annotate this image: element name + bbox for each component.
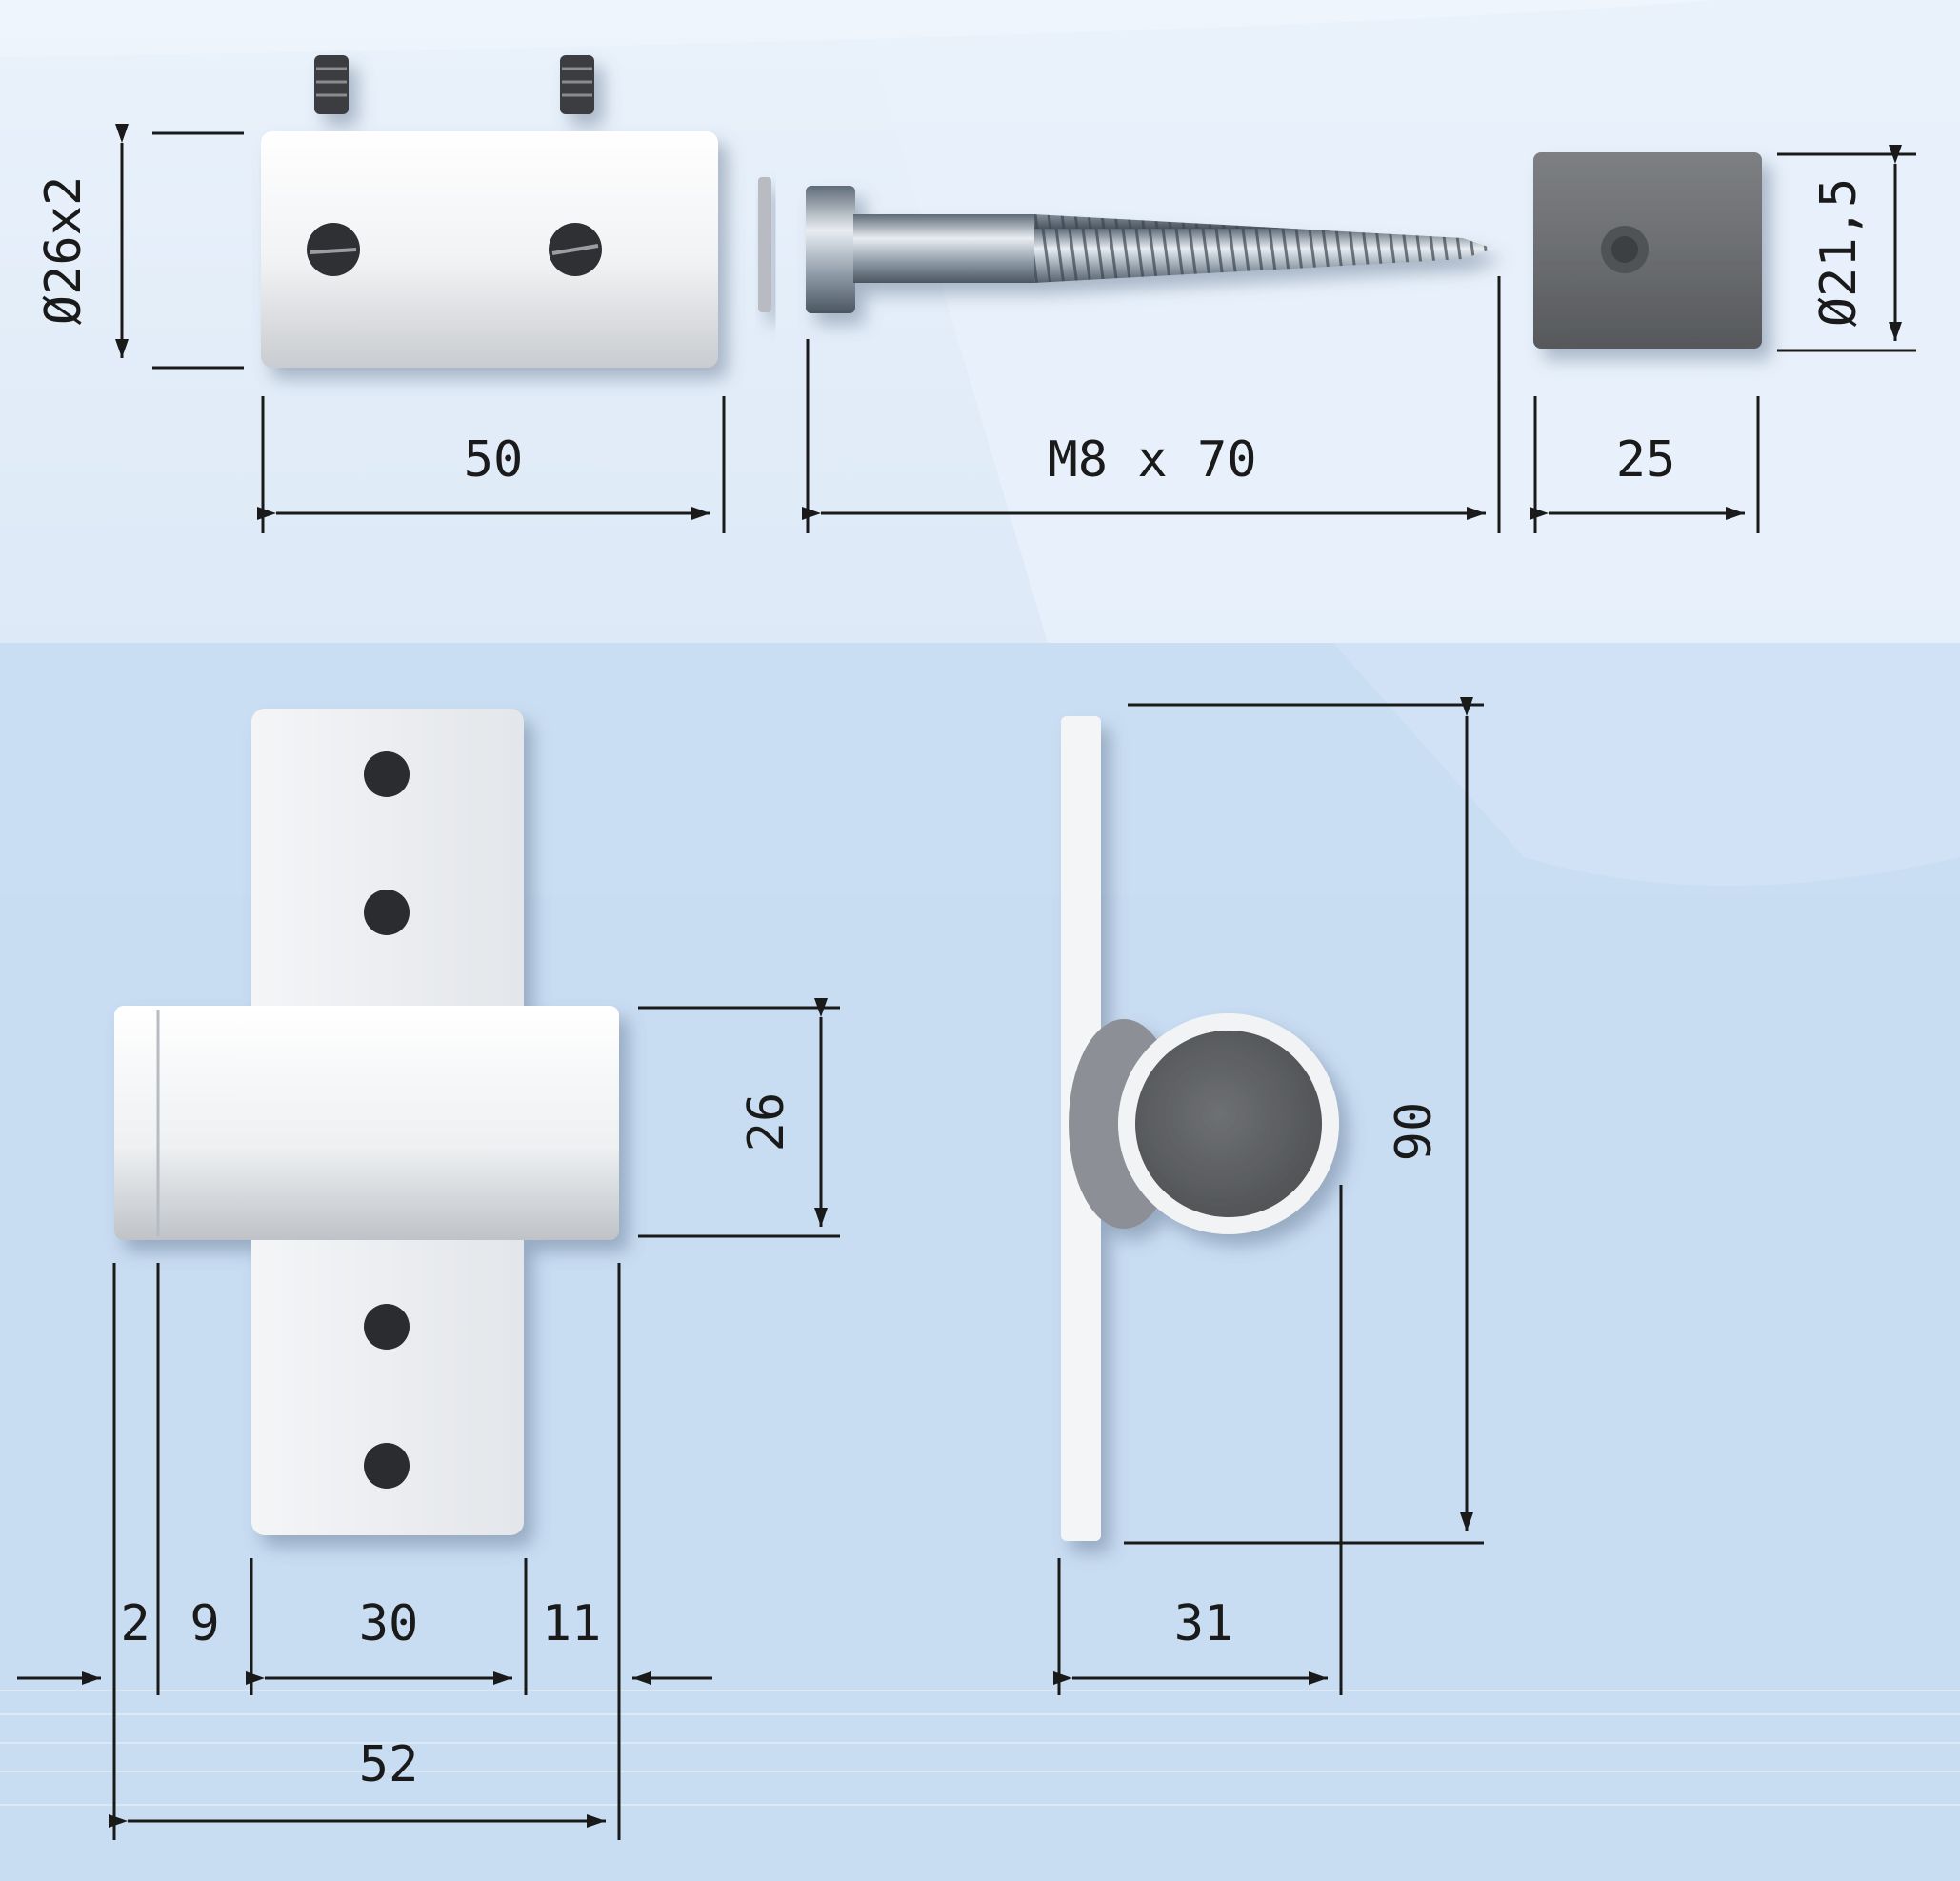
washer xyxy=(758,177,771,312)
grub-screw-threads xyxy=(316,67,592,97)
bracket-front-details xyxy=(156,751,410,1489)
end-cap xyxy=(1533,152,1762,349)
label-screw-size: M8 x 70 xyxy=(1048,431,1256,489)
label-plate-width: 30 xyxy=(359,1595,419,1652)
screw xyxy=(806,186,1493,313)
dimension-lines-side xyxy=(1053,697,1484,1695)
label-overall-width: 52 xyxy=(359,1736,419,1793)
tube-holes xyxy=(307,223,602,276)
label-tube-height: 26 xyxy=(738,1092,795,1152)
label-tube-diameter: Ø26x2 xyxy=(35,176,92,326)
label-cap-diameter: Ø21,5 xyxy=(1810,178,1868,328)
label-cap-length: 25 xyxy=(1616,431,1676,489)
label-depth: 31 xyxy=(1174,1595,1234,1652)
dimension-lines-front xyxy=(17,998,840,1840)
label-offset-b: 9 xyxy=(190,1595,219,1652)
bracket-front-view xyxy=(114,709,619,1535)
label-tube-length: 50 xyxy=(464,431,524,489)
bracket-side-view xyxy=(1061,716,1339,1541)
label-plate-height: 90 xyxy=(1386,1102,1443,1162)
label-offset-a: 2 xyxy=(120,1595,150,1652)
label-offset-c: 11 xyxy=(542,1595,602,1652)
dimension-lines-top xyxy=(115,124,1916,533)
